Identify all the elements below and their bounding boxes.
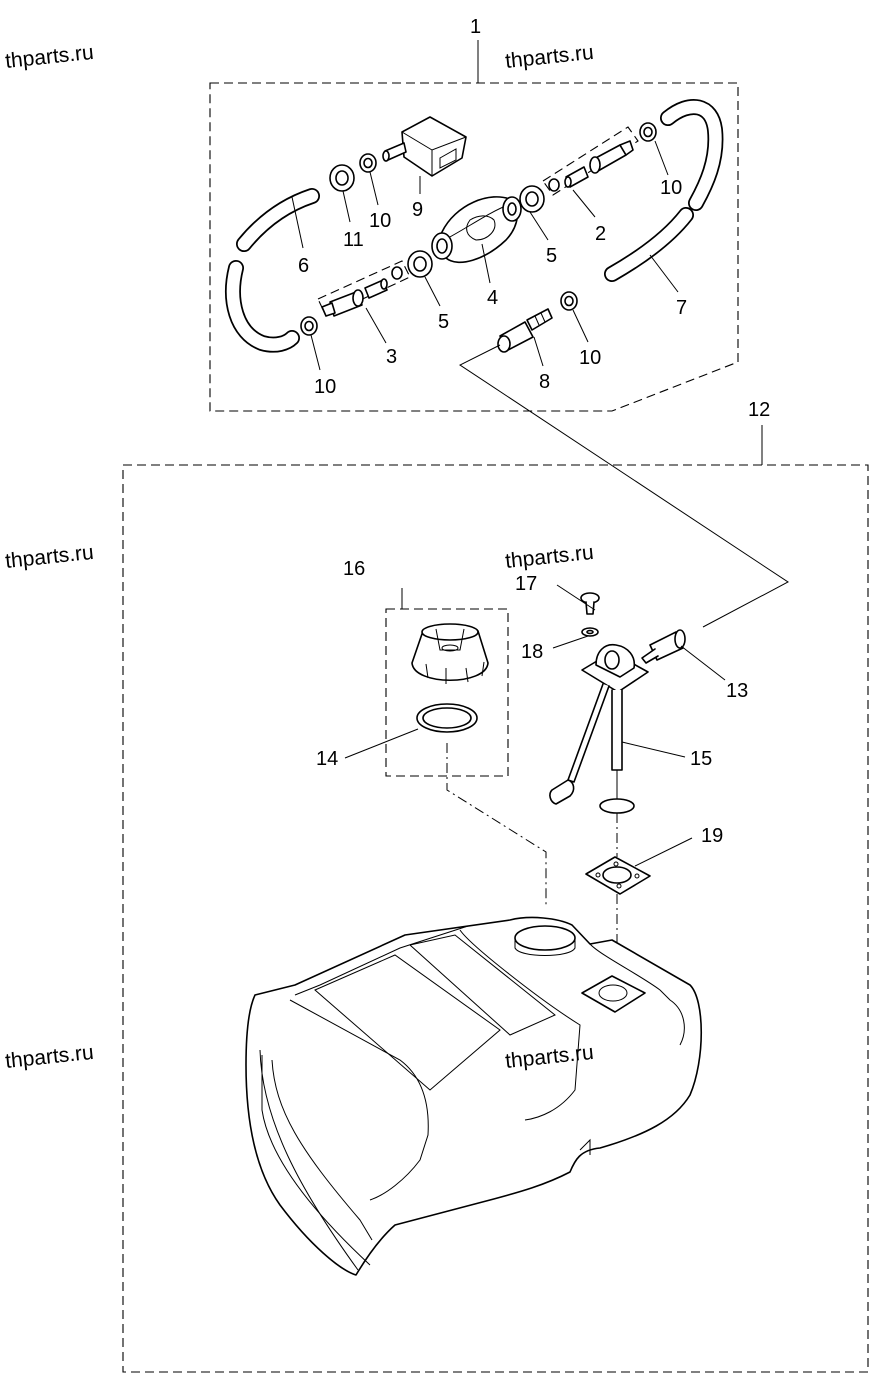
hose-fitting-8 xyxy=(497,308,553,353)
fuel-hose-7 xyxy=(604,207,694,282)
watermark-text: thparts.ru xyxy=(504,41,595,73)
fuel-hose-upper-right xyxy=(660,99,724,211)
callout-9: 9 xyxy=(412,199,423,221)
screw-17 xyxy=(580,592,600,615)
clamp-ring-11 xyxy=(329,164,355,192)
callout-15: 15 xyxy=(690,748,712,770)
callout-1: 1 xyxy=(470,16,481,38)
fuel-tank xyxy=(245,916,702,1276)
callout-leaders xyxy=(291,140,726,867)
callout-10-b: 10 xyxy=(660,177,682,199)
clamp-ring-10-b xyxy=(639,122,657,142)
watermark-text: thparts.ru xyxy=(4,541,95,573)
callout-2: 2 xyxy=(595,223,606,245)
callout-13: 13 xyxy=(726,680,748,702)
callout-10-d: 10 xyxy=(579,347,601,369)
callout-14: 14 xyxy=(316,748,338,770)
callout-18: 18 xyxy=(521,641,543,663)
callout-12: 12 xyxy=(748,399,770,421)
connector-set-3 xyxy=(321,266,403,317)
callout-16: 16 xyxy=(343,558,365,580)
fuel-cap-16 xyxy=(411,623,489,684)
callout-5-b: 5 xyxy=(438,311,449,333)
watermark-text: thparts.ru xyxy=(4,1041,95,1073)
callout-17: 17 xyxy=(515,573,537,595)
clamp-ring-10-c xyxy=(300,316,318,336)
check-valve-5-a xyxy=(519,185,545,213)
connection-line-8-13 xyxy=(459,344,789,628)
watermark-text: thparts.ru xyxy=(4,41,95,73)
callout-3: 3 xyxy=(386,346,397,368)
gasket-19 xyxy=(585,856,651,895)
watermark-text: thparts.ru xyxy=(504,541,595,573)
callout-19: 19 xyxy=(701,825,723,847)
fuel-gauge-15 xyxy=(549,643,649,814)
callout-5-a: 5 xyxy=(546,245,557,267)
callout-7: 7 xyxy=(676,297,687,319)
callout-6: 6 xyxy=(298,255,309,277)
fuel-tank-assembly-box xyxy=(122,464,869,1373)
clamp-ring-10-a xyxy=(359,153,377,173)
callout-10-c: 10 xyxy=(314,376,336,398)
callout-11: 11 xyxy=(343,229,364,251)
check-valve-5-b xyxy=(407,250,433,278)
connector-set-2 xyxy=(548,140,634,192)
primer-bulb-4 xyxy=(431,196,522,264)
fuel-hose-6 xyxy=(225,188,320,353)
callout-10-a: 10 xyxy=(369,210,391,232)
callout-8: 8 xyxy=(539,371,550,393)
tank-connector-9 xyxy=(382,116,467,177)
fuel-line-assembly-box xyxy=(209,82,739,412)
callout-4: 4 xyxy=(487,287,498,309)
fitting-13 xyxy=(641,629,686,664)
washer-18 xyxy=(581,627,599,637)
clamp-ring-10-d xyxy=(560,291,578,311)
o-ring-14 xyxy=(416,703,478,733)
